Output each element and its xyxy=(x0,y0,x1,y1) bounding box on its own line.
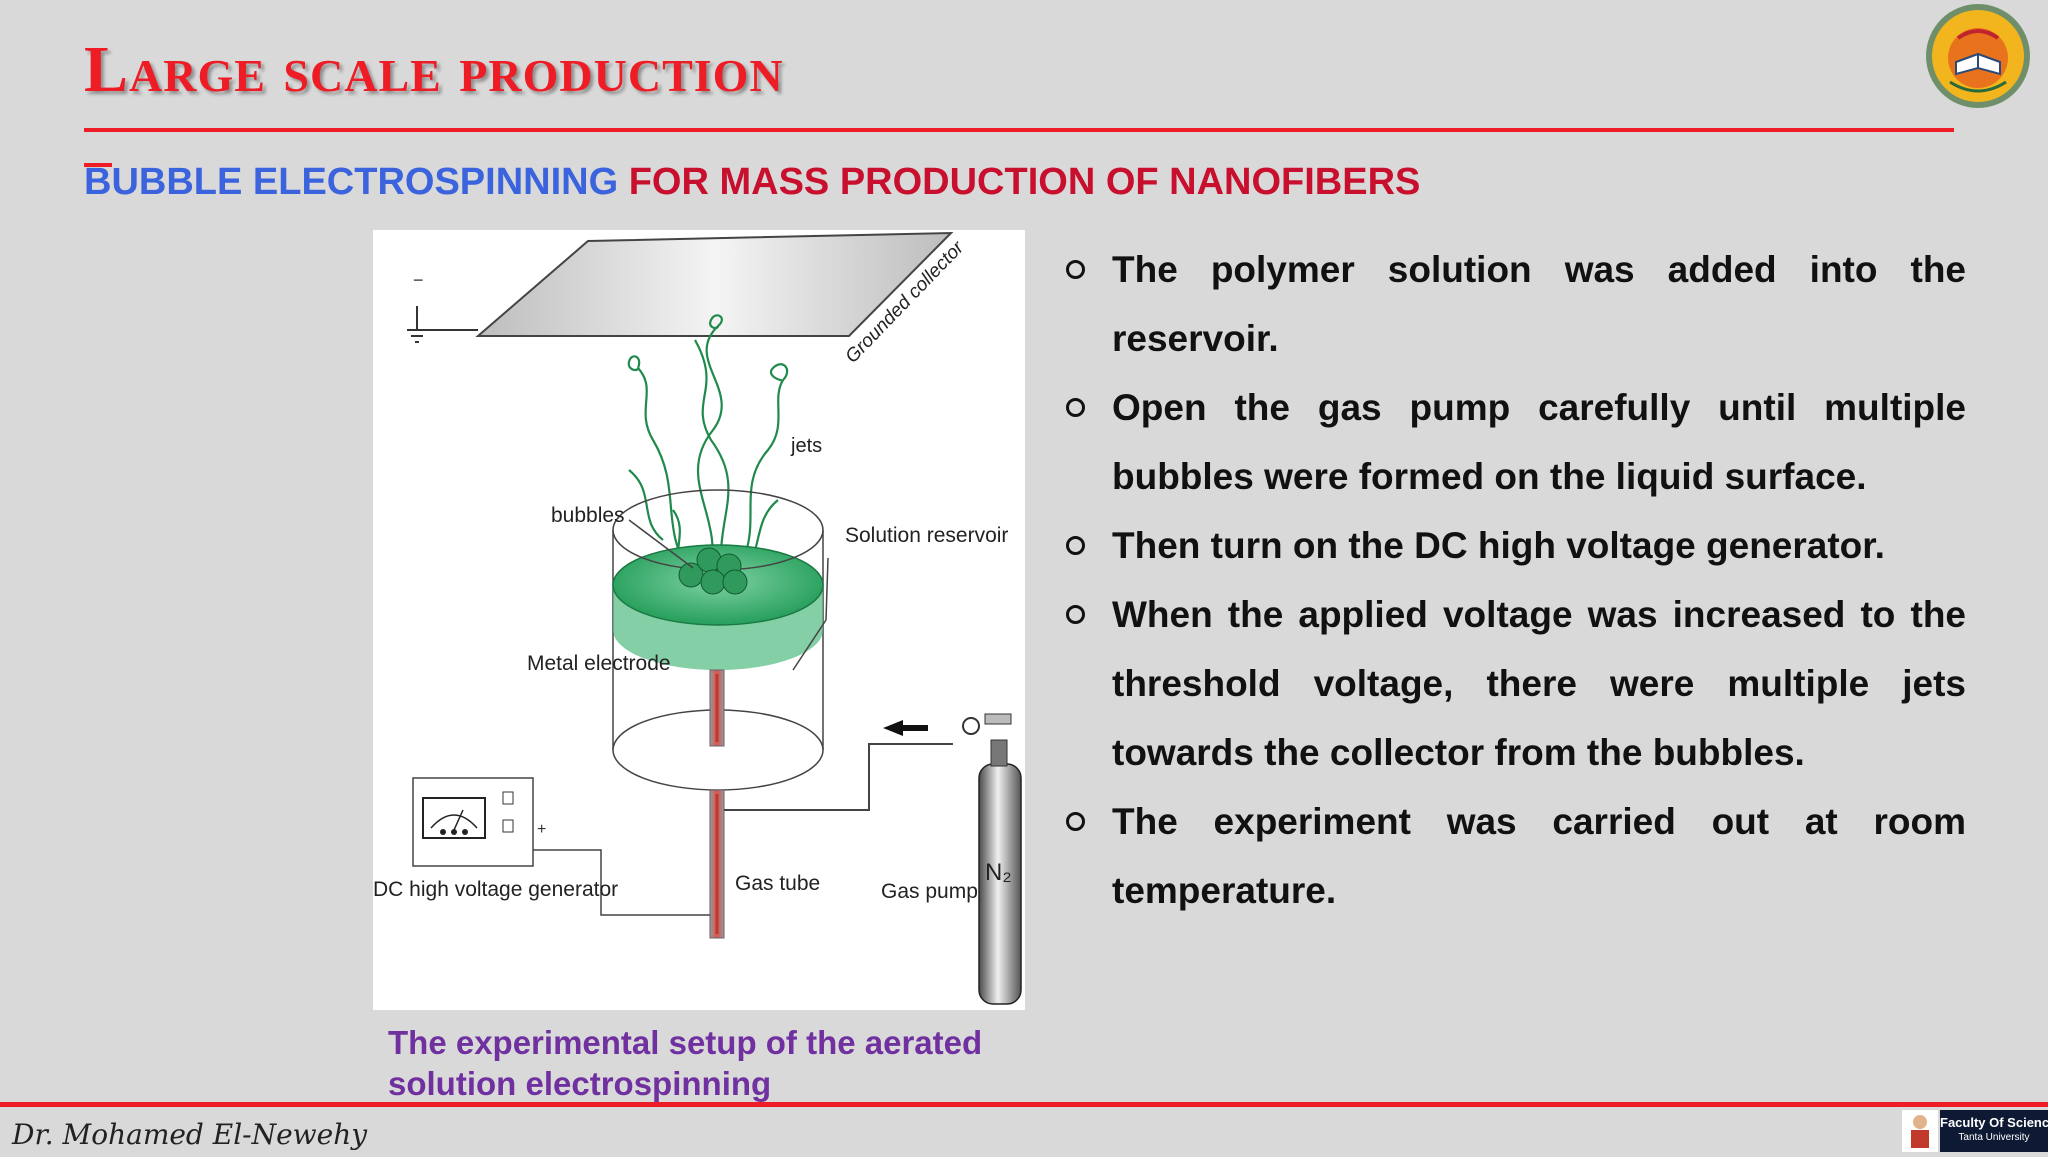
minus-label: − xyxy=(413,270,424,290)
bullet-circle-icon xyxy=(1066,605,1085,624)
electrospinning-setup-figure: − Grounded collector jets xyxy=(373,230,1025,1010)
author-name: Dr. Mohamed El-Newehy xyxy=(12,1118,368,1151)
metal-electrode xyxy=(709,669,725,747)
footer-divider xyxy=(0,1102,2048,1107)
gas-tube xyxy=(709,743,953,939)
list-item: Open the gas pump carefully until multip… xyxy=(1062,373,1966,511)
grounded-collector-plate: − xyxy=(407,231,954,343)
figure-caption: The experimental setup of the aerated so… xyxy=(388,1024,983,1102)
subtitle-highlight: BUBBLE ELECTROSPINNING xyxy=(84,161,619,203)
title-divider xyxy=(84,128,1954,132)
gas-tube-label: Gas tube xyxy=(735,872,820,895)
solution-reservoir-label: Solution reservoir xyxy=(845,524,1008,547)
bullet-list: The polymer solution was added into the … xyxy=(1062,235,1966,925)
bullet-circle-icon xyxy=(1066,260,1085,279)
badge-line1: Faculty Of Science xyxy=(1940,1115,2048,1130)
slide-subtitle: BUBBLE ELECTROSPINNING FOR MASS PRODUCTI… xyxy=(84,160,1420,204)
mascot-icon xyxy=(1902,1110,1938,1152)
dc-generator: + xyxy=(412,777,710,916)
list-item: Then turn on the DC high voltage generat… xyxy=(1062,511,1966,580)
faculty-badge: Faculty Of Science Tanta University xyxy=(1902,1110,2048,1152)
slide-title: Large scale production xyxy=(84,33,784,106)
list-item: The polymer solution was added into the … xyxy=(1062,235,1966,373)
n2-label: N₂ xyxy=(985,859,1012,886)
title-divider-stub xyxy=(84,163,112,167)
gas-pump-label: Gas pump xyxy=(881,880,978,903)
list-item: The experiment was carried out at room t… xyxy=(1062,787,1966,925)
n2-gas-cylinder: N₂ xyxy=(962,713,1022,1005)
dc-generator-label: DC high voltage generator xyxy=(373,878,618,901)
bullet-circle-icon xyxy=(1066,536,1085,555)
flow-arrow-icon xyxy=(883,720,928,736)
bullet-circle-icon xyxy=(1066,812,1085,831)
badge-line2: Tanta University xyxy=(1958,1132,2030,1143)
list-item: When the applied voltage was increased t… xyxy=(1062,580,1966,787)
bubbles-label: bubbles xyxy=(551,504,625,527)
metal-electrode-label: Metal electrode xyxy=(527,652,671,675)
plus-label: + xyxy=(537,821,546,838)
jets-label: jets xyxy=(790,435,822,457)
bubbles-cluster xyxy=(678,547,748,595)
university-logo-icon xyxy=(1920,2,2036,110)
bullet-circle-icon xyxy=(1066,398,1085,417)
subtitle-rest: FOR MASS PRODUCTION OF NANOFIBERS xyxy=(618,161,1421,203)
